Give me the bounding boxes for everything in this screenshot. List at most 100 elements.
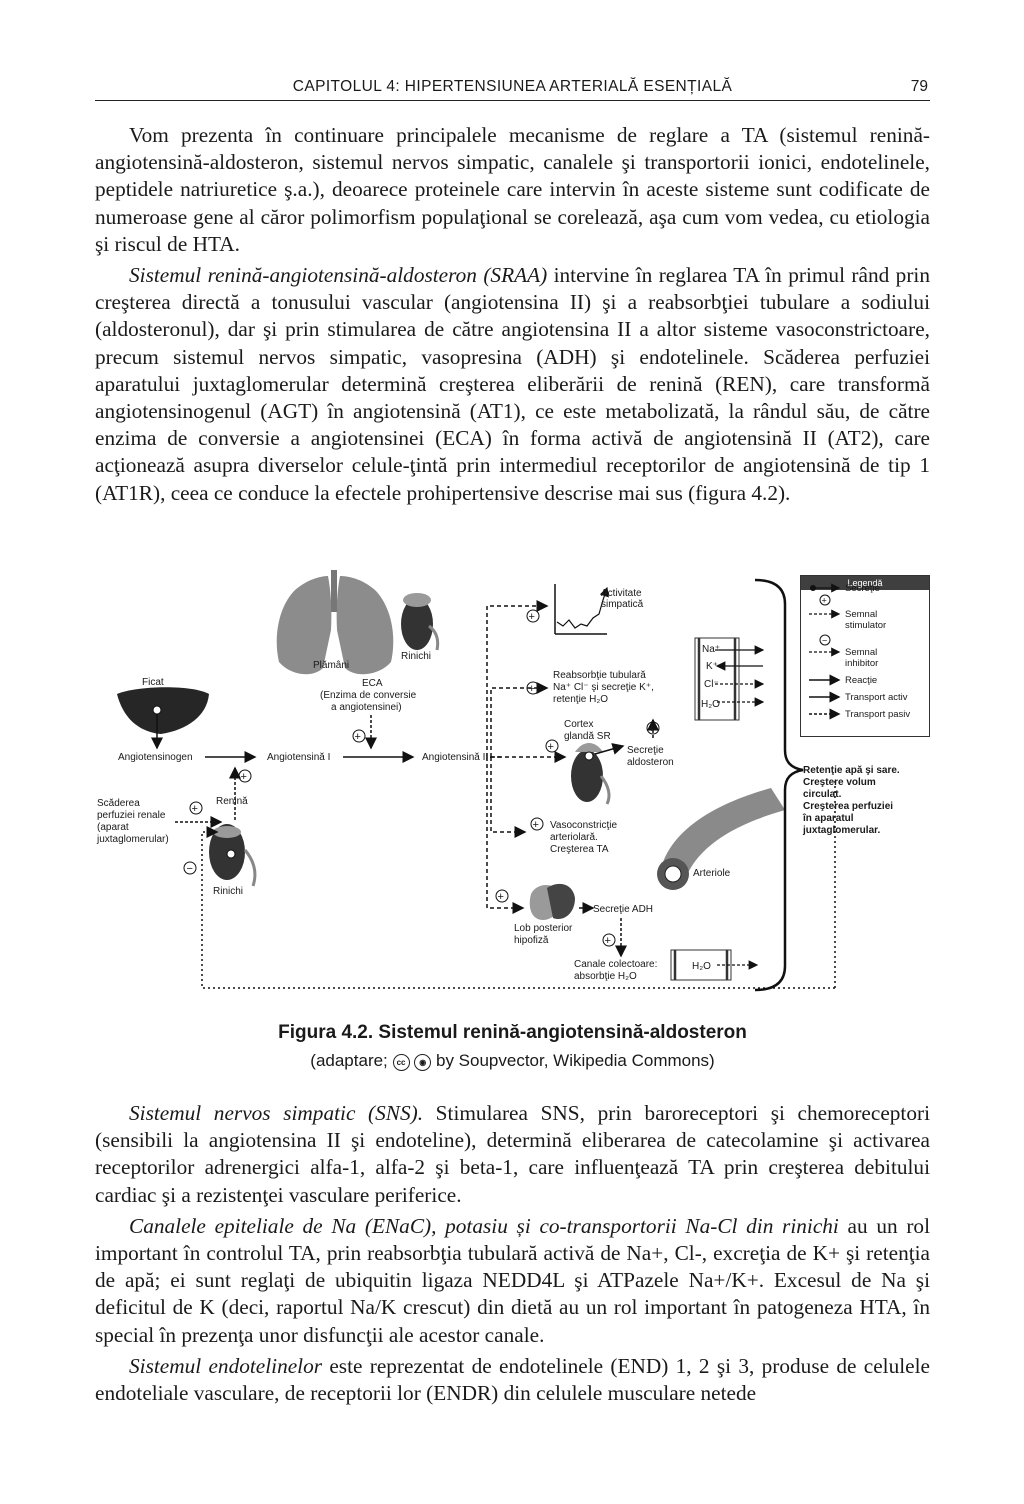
continuation-text: Sistemul nervos simpatic (SNS). Stimular… bbox=[95, 1100, 930, 1407]
paragraph-text: au un rol important în controlul TA, pri… bbox=[95, 1213, 930, 1347]
paragraph-text: Vom prezenta în continuare principalele … bbox=[95, 123, 930, 256]
tubular-channel-box bbox=[694, 637, 765, 721]
label-retentie-2: Creştere volum bbox=[803, 777, 876, 788]
label-renina: Renină bbox=[216, 796, 248, 807]
svg-text:+: + bbox=[548, 741, 554, 753]
arteriole-illustration bbox=[657, 788, 785, 890]
legend-transport-pasiv: Transport pasiv bbox=[845, 709, 910, 720]
paragraph-text: Stimularea SNS, prin baroreceptori şi ch… bbox=[95, 1101, 930, 1207]
paragraph: Sistemul nervos simpatic (SNS). Stimular… bbox=[95, 1100, 930, 1209]
label-rinichi-bottom: Rinichi bbox=[213, 886, 243, 897]
legend-semnal-stim: Semnal bbox=[845, 609, 877, 620]
label-activitate: Activitate bbox=[601, 588, 642, 599]
caption-suffix: by Soupvector, Wikipedia Commons) bbox=[435, 1051, 715, 1070]
label-scadere-2: perfuziei renale bbox=[97, 810, 166, 821]
label-cl: Cl⁻ bbox=[704, 679, 719, 690]
page-number: 79 bbox=[910, 78, 928, 95]
label-vasoconstrictie: Vasoconstricţie bbox=[550, 820, 618, 831]
label-angiotensinogen: Angiotensinogen bbox=[118, 752, 193, 763]
label-secretie-adh: Secreţie ADH bbox=[593, 904, 653, 915]
svg-text:+: + bbox=[355, 731, 361, 743]
label-retentie-5: în aparatul bbox=[802, 813, 854, 824]
legend-transport-activ: Transport activ bbox=[845, 692, 908, 703]
label-scadere: Scăderea bbox=[97, 798, 140, 809]
liver-illustration bbox=[117, 687, 209, 734]
raas-figure: Plămâni Rinichi ECA (Enzima de conversie… bbox=[95, 570, 930, 1002]
label-h2o-2: H₂O bbox=[692, 961, 711, 972]
label-reabsorbtie: Reabsorbţie tubulară bbox=[553, 670, 646, 681]
label-lob-posterior: Lob posterior bbox=[514, 923, 573, 934]
pituitary-illustration bbox=[529, 883, 575, 920]
intro-text: Vom prezenta în continuare principalele … bbox=[95, 122, 930, 507]
cc-license-icon: cc bbox=[392, 1054, 410, 1071]
label-glanda-sr: glandă SR bbox=[564, 731, 611, 742]
paragraph: Vom prezenta în continuare principalele … bbox=[95, 122, 930, 258]
attribution-icon: ◉ bbox=[414, 1054, 432, 1071]
figure-caption-credit: (adaptare; cc ◉ by Soupvector, Wikipedia… bbox=[95, 1051, 930, 1071]
label-retentie-3: circulat. bbox=[803, 789, 842, 800]
chapter-title: CAPITOLUL 4: HIPERTENSIUNEA ARTERIALĂ ES… bbox=[292, 78, 733, 95]
label-h2o: H₂O bbox=[701, 699, 720, 710]
paragraph-lead: Sistemul endotelinelor bbox=[129, 1353, 323, 1378]
label-hipofiza: hipofiză bbox=[514, 935, 549, 946]
label-arteriolara: arteriolară. bbox=[550, 832, 598, 843]
label-eca-2: (Enzima de conversie bbox=[320, 690, 417, 701]
label-angiotensina-1: Angiotensină I bbox=[267, 752, 330, 763]
collecting-duct-box bbox=[670, 949, 759, 981]
paragraph-text: intervine în reglarea TA în primul rând … bbox=[95, 263, 930, 505]
label-plamani: Plămâni bbox=[313, 660, 349, 671]
svg-text:−: − bbox=[822, 636, 827, 646]
svg-text:+: + bbox=[241, 771, 247, 783]
label-ficat: Ficat bbox=[142, 677, 164, 688]
legend-secretie: Secreţie bbox=[845, 583, 880, 594]
svg-text:+: + bbox=[649, 723, 655, 735]
adrenal-kidney-illustration bbox=[571, 743, 611, 805]
paragraph-text: este reprezentat de endotelinele (END) 1… bbox=[95, 1353, 930, 1406]
kidney-top-illustration bbox=[401, 593, 440, 651]
sympathetic-activity-graph bbox=[554, 584, 609, 635]
running-header: CAPITOLUL 4: HIPERTENSIUNEA ARTERIALĂ ES… bbox=[95, 74, 930, 101]
label-reabsorbtie-2: Na⁺ Cl⁻ şi secreţie K⁺, bbox=[553, 682, 654, 693]
paragraph: Sistemul endotelinelor este reprezentat … bbox=[95, 1353, 930, 1407]
svg-text:+: + bbox=[605, 935, 611, 947]
svg-text:−: − bbox=[187, 863, 193, 875]
svg-text:+: + bbox=[533, 819, 539, 831]
figure-caption-title: Figura 4.2. Sistemul renină-angiotensină… bbox=[278, 1022, 747, 1043]
svg-text:+: + bbox=[192, 803, 198, 815]
svg-text:+: + bbox=[529, 683, 535, 695]
paragraph: Sistemul renină-angiotensină-aldosteron … bbox=[95, 262, 930, 507]
label-eca: ECA bbox=[362, 678, 383, 689]
paragraph-lead: Canalele epiteliale de Na (ENaC), potasi… bbox=[129, 1213, 839, 1238]
label-scadere-4: juxtaglomerular) bbox=[96, 834, 169, 845]
label-arteriole: Arteriole bbox=[693, 868, 731, 879]
label-retentie-6: juxtaglomerular. bbox=[802, 825, 880, 836]
label-rinichi-top: Rinichi bbox=[401, 651, 431, 662]
svg-text:+: + bbox=[822, 596, 827, 606]
label-k: K⁺ bbox=[706, 661, 718, 672]
label-absorbtie: absorbţie H₂O bbox=[574, 971, 637, 982]
raas-diagram: Plămâni Rinichi ECA (Enzima de conversie… bbox=[96, 570, 900, 992]
paragraph: Canalele epiteliale de Na (ENaC), potasi… bbox=[95, 1213, 930, 1349]
label-secretie: Secreţie bbox=[627, 745, 664, 756]
svg-text:+: + bbox=[498, 891, 504, 903]
label-simpatica: simpatică bbox=[601, 599, 644, 610]
label-aldosteron: aldosteron bbox=[627, 757, 674, 768]
caption-prefix: (adaptare; bbox=[310, 1051, 388, 1070]
label-na: Na⁺ bbox=[702, 644, 720, 655]
paragraph-lead: Sistemul renină-angiotensină-aldosteron … bbox=[129, 263, 548, 288]
label-reabsorbtie-3: retenţie H₂O bbox=[553, 694, 608, 705]
lungs-illustration bbox=[276, 570, 394, 675]
paragraph-lead: Sistemul nervos simpatic (SNS). bbox=[129, 1101, 424, 1125]
label-angiotensina-2: Angiotensină II bbox=[422, 752, 488, 763]
legend-stimulator: stimulator bbox=[845, 620, 886, 631]
legend-inhibitor: inhibitor bbox=[845, 658, 878, 669]
label-scadere-3: (aparat bbox=[97, 822, 129, 833]
label-eca-3: a angiotensinei) bbox=[331, 702, 402, 713]
label-retentie-4: Creşterea perfuziei bbox=[803, 801, 893, 812]
plus-circle bbox=[352, 729, 366, 743]
legend-items: Secreţie + Semnal stimulator − Semnal in… bbox=[809, 583, 910, 720]
summary-brace bbox=[754, 578, 804, 992]
kidney-bottom-illustration bbox=[209, 824, 257, 887]
label-cortex: Cortex bbox=[564, 719, 593, 730]
